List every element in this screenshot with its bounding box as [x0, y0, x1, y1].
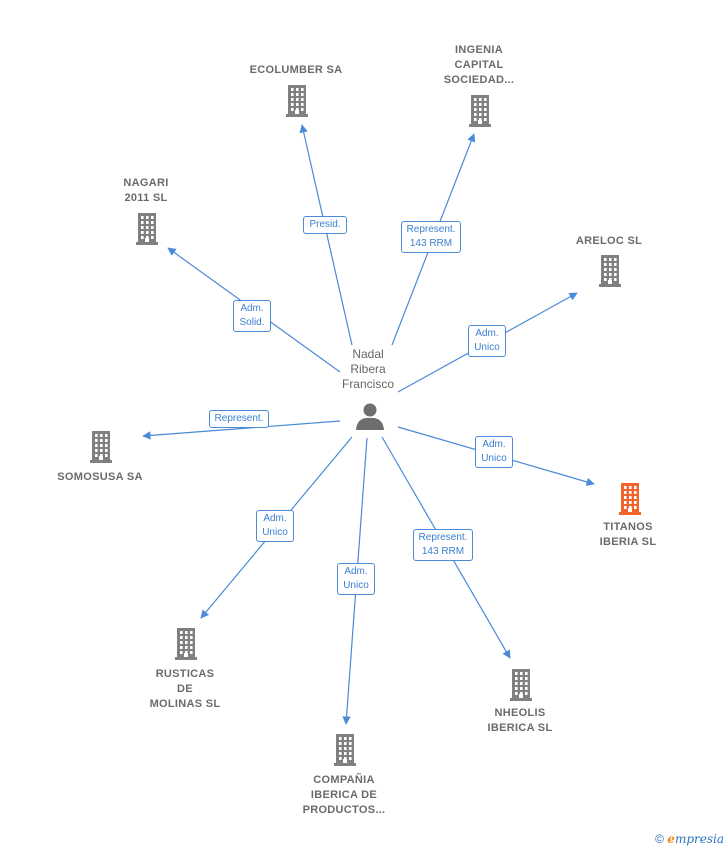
company-label-line: COMPAÑIA [313, 774, 375, 786]
company-label-line: TITANOS [603, 521, 653, 533]
edge-label-line: Adm. [263, 513, 287, 524]
building-icon[interactable] [334, 734, 356, 766]
edge-label-titanos[interactable]: Adm. Unico [475, 436, 513, 468]
company-label-line: MOLINAS SL [149, 698, 221, 710]
company-label-titanos[interactable]: TITANOS IBERIA SL [600, 520, 657, 550]
building-icon[interactable] [599, 255, 621, 287]
edge-label-somosusa[interactable]: Represent. [208, 410, 270, 428]
company-label-line: PRODUCTOS... [302, 804, 386, 816]
company-label-somosusa[interactable]: SOMOSUSA SA [57, 470, 142, 485]
edge-label-nheolis[interactable]: Represent. 143 RRM [412, 529, 474, 561]
company-label-rusticas[interactable]: RUSTICAS DE MOLINAS SL [150, 667, 221, 712]
person-name-line: Nadal [352, 347, 384, 361]
building-icon[interactable] [175, 628, 197, 660]
company-label-line: CAPITAL [454, 59, 504, 71]
edge-label-line: Unico [481, 453, 507, 464]
edge-label-line: Presid. [309, 219, 341, 230]
edge-label-line: Represent. [214, 413, 264, 424]
edge-label-line: Adm. [344, 566, 368, 577]
person-name-line: Francisco [341, 377, 394, 391]
edge-label-line: Adm. [240, 303, 264, 314]
building-icon[interactable] [286, 85, 308, 117]
edge-label-line: Unico [343, 580, 369, 591]
company-label-line: RUSTICAS [155, 668, 215, 680]
edge-ecolumber [299, 124, 353, 346]
edge-label-line: 143 RRM [409, 238, 453, 249]
edge-label-areloc[interactable]: Adm. Unico [468, 325, 506, 357]
company-label-line: DE [177, 683, 193, 695]
footer: © empresia [655, 832, 724, 846]
edge-label-rusticas[interactable]: Adm. Unico [256, 510, 294, 542]
edge-label-ingenia[interactable]: Represent. 143 RRM [400, 221, 462, 253]
edge-somosusa [142, 420, 341, 440]
company-label-line: ARELOC SL [575, 235, 643, 247]
edge-label-line: Adm. [475, 328, 499, 339]
building-icon[interactable] [469, 95, 491, 127]
company-label-nheolis[interactable]: NHEOLIS IBERICA SL [488, 706, 553, 736]
building-icon[interactable] [136, 213, 158, 245]
edge-label-compania[interactable]: Adm. Unico [337, 563, 375, 595]
person-icon[interactable] [356, 403, 384, 431]
company-label-line: SOMOSUSA SA [57, 471, 143, 483]
building-icon[interactable] [90, 431, 112, 463]
company-label-line: NAGARI [123, 177, 169, 189]
company-label-nagari[interactable]: NAGARI 2011 SL [123, 176, 168, 206]
company-label-line: INGENIA [455, 44, 503, 56]
company-label-areloc[interactable]: ARELOC SL [576, 234, 642, 249]
edge-label-line: Represent. [406, 224, 456, 235]
building-icon[interactable] [510, 669, 532, 701]
building-icon[interactable] [619, 483, 641, 515]
company-label-compania[interactable]: COMPAÑIA IBERICA DE PRODUCTOS... [303, 773, 386, 818]
company-label-line: SOCIEDAD... [443, 74, 515, 86]
company-label-line: NHEOLIS [494, 707, 546, 719]
copyright-symbol: © [655, 832, 664, 846]
person-name-line: Ribera [350, 362, 386, 376]
edge-label-nagari[interactable]: Adm. Solid. [233, 300, 271, 332]
brand-logo[interactable]: empresia [667, 832, 724, 846]
edge-label-line: 143 RRM [421, 546, 465, 557]
company-label-line: ECOLUMBER SA [249, 64, 343, 76]
company-label-ecolumber[interactable]: ECOLUMBER SA [250, 63, 343, 78]
edge-label-line: Unico [262, 527, 288, 538]
edge-label-line: Represent. [418, 532, 468, 543]
company-label-line: IBERIA SL [599, 536, 657, 548]
company-label-line: IBERICA SL [487, 722, 553, 734]
edge-label-ecolumber[interactable]: Presid. [303, 216, 347, 234]
company-label-line: 2011 SL [124, 192, 168, 204]
edge-label-line: Adm. [482, 439, 506, 450]
edge-label-line: Solid. [239, 317, 265, 328]
edge-label-line: Unico [474, 342, 500, 353]
company-label-line: IBERICA DE [310, 789, 378, 801]
company-label-ingenia[interactable]: INGENIA CAPITAL SOCIEDAD... [444, 43, 515, 88]
